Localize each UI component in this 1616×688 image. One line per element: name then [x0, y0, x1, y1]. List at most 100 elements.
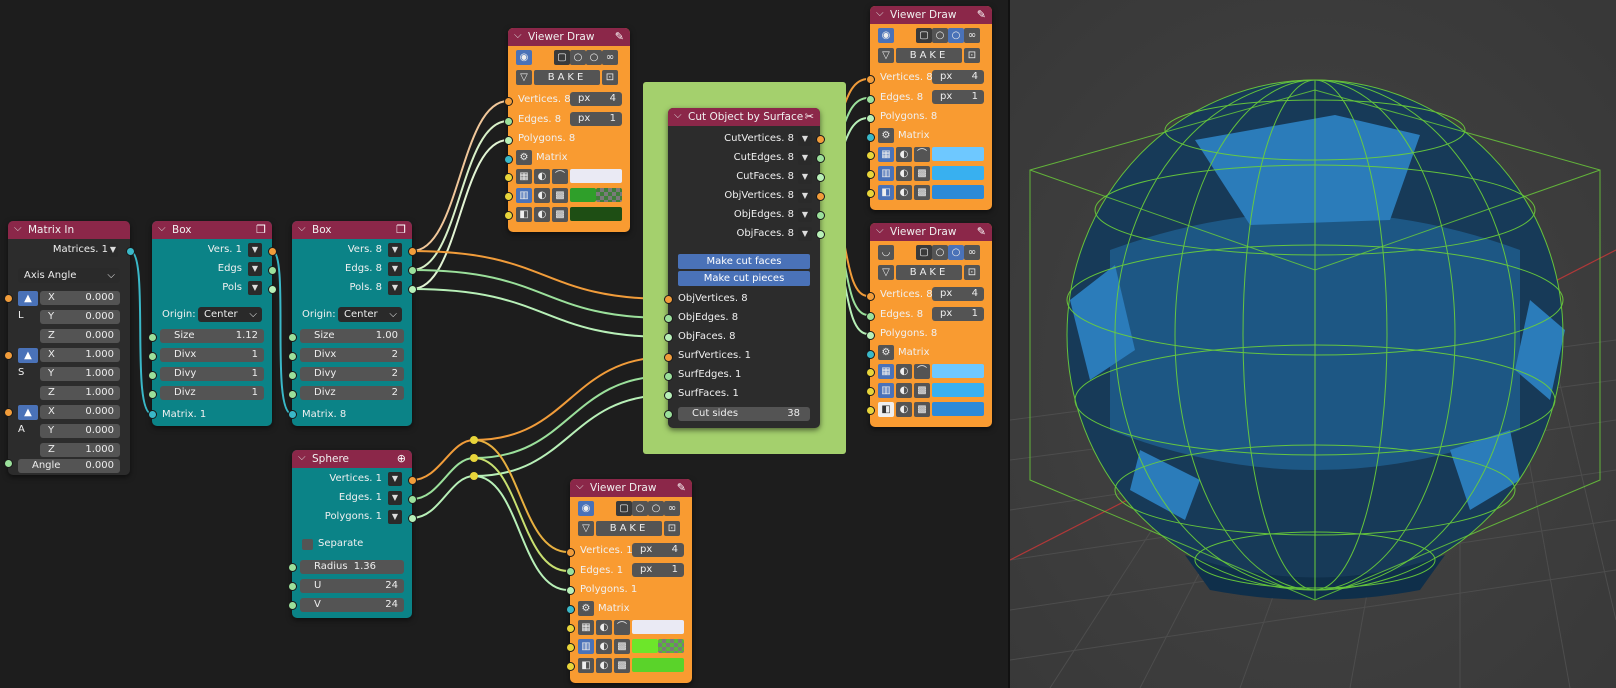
socket-viewer-bot-vertices[interactable]	[566, 548, 575, 557]
viewer-draw-header[interactable]: ⌵Viewer Draw✎	[870, 6, 992, 24]
circle-icon[interactable]: ○	[648, 501, 664, 516]
edgs-dropdown[interactable]: ▼	[248, 262, 262, 276]
socket-viewer-top-face-color[interactable]	[504, 211, 513, 220]
face-display-icon[interactable]: ◧	[878, 185, 894, 200]
display-mode-icon[interactable]: ▢	[916, 245, 932, 260]
vertex-curve-icon[interactable]: ⌒	[914, 364, 930, 379]
socket-box1-matrix[interactable]	[148, 410, 157, 419]
matrices-dropdown[interactable]: ▼	[108, 243, 118, 257]
socket-viewer-r1-polygons[interactable]	[866, 114, 875, 123]
edge-pattern-icon[interactable]: ▩	[914, 383, 930, 398]
face-display-icon[interactable]: ◧	[516, 207, 532, 222]
socket-in-surf-edges[interactable]	[664, 372, 673, 381]
socket-viewer-r2-vertex-color[interactable]	[866, 368, 875, 377]
socket-viewer-r2-polygons[interactable]	[866, 331, 875, 340]
socket-viewer-r1-edge-color[interactable]	[866, 170, 875, 179]
link-icon[interactable]: ∞	[964, 245, 980, 260]
socket-box1-divz[interactable]	[148, 390, 157, 399]
link-icon[interactable]: ∞	[602, 50, 618, 65]
circle-icon[interactable]: ○	[570, 50, 586, 65]
matrix-in-header[interactable]: ⌵Matrix In	[8, 221, 130, 239]
socket-sphere-u[interactable]	[288, 582, 297, 591]
socket-in-obj-faces[interactable]	[664, 333, 673, 342]
settings-icon[interactable]: ⊡	[964, 265, 980, 280]
mode-select[interactable]: Axis Angle⌵	[18, 268, 120, 283]
collapse-icon[interactable]: ⌵	[876, 8, 884, 19]
cut-faces-dropdown[interactable]: ▼	[798, 170, 812, 184]
obj-edges-dropdown[interactable]: ▼	[798, 208, 812, 222]
socket-box1-pols[interactable]	[268, 285, 277, 294]
socket-viewer-r1-vertex-color[interactable]	[866, 151, 875, 160]
face-shade-icon[interactable]: ◐	[896, 402, 912, 417]
node-editor[interactable]: ⌵Matrix In Matrices. 1 ▼ Axis Angle⌵ ▲ L…	[0, 0, 1008, 688]
face-color-swatch[interactable]	[570, 207, 622, 221]
viewer-draw-node-top[interactable]: ⌵Viewer Draw✎ ◉ ▢ ○ ○ ∞ ▽ BAKE ⊡ Vertice…	[508, 28, 630, 232]
viewer-draw-header[interactable]: ⌵Viewer Draw✎	[570, 479, 692, 497]
socket-out-cut-faces[interactable]	[816, 173, 825, 182]
display-mode-icon[interactable]: ▢	[554, 50, 570, 65]
face-pattern-icon[interactable]: ▩	[552, 207, 568, 222]
origin-select[interactable]: Center⌵	[338, 307, 402, 322]
vertex-shade-icon[interactable]: ◐	[896, 147, 912, 162]
face-color-swatch[interactable]	[932, 402, 984, 416]
matrix-in-node[interactable]: ⌵Matrix In Matrices. 1 ▼ Axis Angle⌵ ▲ L…	[8, 221, 130, 475]
face-shade-icon[interactable]: ◐	[534, 207, 550, 222]
cut-object-node[interactable]: ⌵Cut Object by Surface✂ CutVertices. 8 C…	[668, 108, 820, 428]
socket-matrices-out[interactable]	[126, 247, 135, 256]
bake-mode-icon[interactable]: ▽	[878, 265, 894, 280]
pols-dropdown[interactable]: ▼	[248, 281, 262, 295]
vertices-dropdown[interactable]: ▼	[388, 472, 402, 486]
make-cut-faces-button[interactable]: Make cut faces	[678, 254, 810, 269]
socket-sphere-v[interactable]	[288, 601, 297, 610]
socket-sphere-vertices[interactable]	[408, 476, 417, 485]
socket-box1-size[interactable]	[148, 333, 157, 342]
eye-toggle-icon[interactable]: ◉	[516, 50, 532, 65]
socket-scale[interactable]	[4, 351, 13, 360]
display-mode-icon[interactable]: ▢	[916, 28, 932, 43]
box-node-1[interactable]: ⌵Box❐ Vers. 1 Edgs Pols ▼ ▼ ▼ Origin: Ce…	[152, 221, 272, 426]
socket-viewer-top-matrix[interactable]	[504, 155, 513, 164]
link-icon[interactable]: ∞	[964, 28, 980, 43]
viewer-draw-node-bottom[interactable]: ⌵Viewer Draw✎ ◉ ▢ ○ ○ ∞ ▽ BAKE ⊡ Vertice…	[570, 479, 692, 683]
socket-viewer-bot-polygons[interactable]	[566, 586, 575, 595]
box-header[interactable]: ⌵Box❐	[152, 221, 272, 239]
edge-display-icon[interactable]: ▥	[878, 383, 894, 398]
vertex-display-icon[interactable]: ▦	[516, 169, 532, 184]
vertex-display-icon[interactable]: ▦	[878, 147, 894, 162]
edge-display-icon[interactable]: ▥	[516, 188, 532, 203]
settings-icon[interactable]: ⊡	[664, 521, 680, 536]
socket-box2-pols[interactable]	[408, 285, 417, 294]
collapse-icon[interactable]: ⌵	[576, 481, 584, 492]
socket-viewer-top-vertex-color[interactable]	[504, 173, 513, 182]
socket-viewer-bot-edge-color[interactable]	[566, 643, 575, 652]
edge-color-swatch[interactable]	[932, 383, 984, 397]
socket-location[interactable]	[4, 294, 13, 303]
collapse-icon[interactable]: ⌵	[298, 223, 306, 234]
bake-mode-icon[interactable]: ▽	[516, 70, 532, 85]
edge-alpha-swatch[interactable]	[658, 639, 684, 653]
socket-box1-edgs[interactable]	[268, 266, 277, 275]
bake-button[interactable]: BAKE	[534, 70, 600, 85]
socket-sphere-polygons[interactable]	[408, 514, 417, 523]
socket-axis[interactable]	[4, 408, 13, 417]
bake-mode-icon[interactable]: ▽	[578, 521, 594, 536]
face-display-icon[interactable]: ◧	[878, 402, 894, 417]
vertex-curve-icon[interactable]: ⌒	[614, 620, 630, 635]
area-divider[interactable]	[1008, 0, 1010, 688]
edgs-dropdown[interactable]: ▼	[388, 262, 402, 276]
pols-dropdown[interactable]: ▼	[388, 281, 402, 295]
socket-in-surf-faces[interactable]	[664, 391, 673, 400]
socket-viewer-top-edge-color[interactable]	[504, 192, 513, 201]
